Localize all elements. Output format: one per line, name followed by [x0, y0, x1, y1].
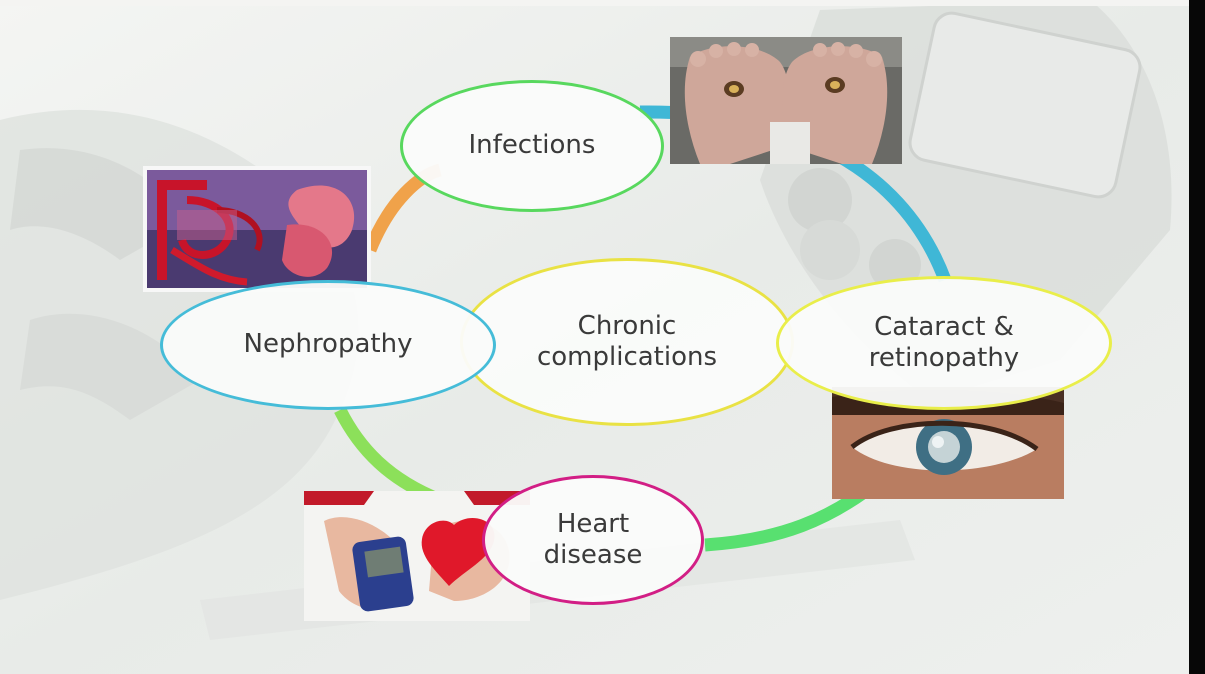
- node-heart-disease: Heart disease: [482, 475, 704, 605]
- feet-ulcer-photo: [670, 37, 902, 164]
- node-cataract-retinopathy: Cataract & retinopathy: [776, 276, 1112, 410]
- center-node-line-2: complications: [537, 342, 717, 373]
- right-edge-bar: [1189, 0, 1205, 674]
- center-node-chronic-complications: Chronic complications: [460, 258, 794, 426]
- faint-device-button: [800, 220, 860, 280]
- top-edge: [0, 0, 1205, 6]
- node-cataract-line-2: retinopathy: [869, 343, 1019, 374]
- node-heart-line-1: Heart: [557, 509, 629, 540]
- node-infections-label: Infections: [469, 130, 596, 161]
- center-node-line-1: Chronic: [578, 311, 677, 342]
- node-nephropathy-label: Nephropathy: [244, 329, 413, 360]
- node-cataract-line-1: Cataract &: [874, 312, 1014, 343]
- node-heart-line-2: disease: [544, 540, 643, 571]
- node-infections: Infections: [400, 80, 664, 212]
- node-nephropathy: Nephropathy: [160, 280, 496, 410]
- kidney-illustration: [143, 166, 371, 292]
